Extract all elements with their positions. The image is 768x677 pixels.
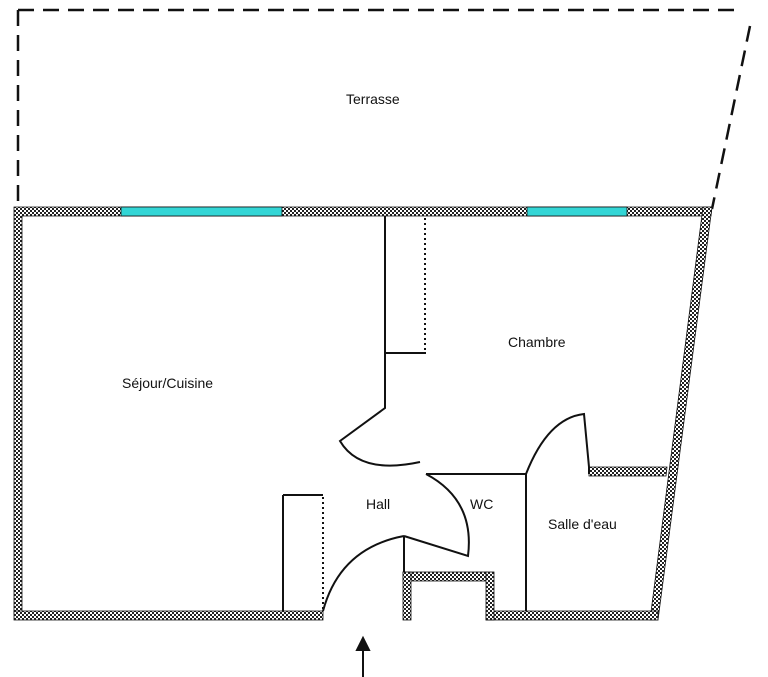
label-hall: Hall	[366, 496, 390, 512]
entrance-arrow-icon	[355, 635, 371, 677]
interior-walls	[282, 216, 590, 611]
label-wc: WC	[470, 496, 493, 512]
door-bathroom	[525, 412, 590, 475]
exterior-walls	[13, 206, 713, 621]
terrace-outline	[16, 8, 752, 210]
doors	[322, 353, 590, 612]
door-wc	[403, 473, 470, 558]
door-living	[338, 353, 421, 467]
window-bedroom	[526, 206, 628, 217]
window-living	[120, 206, 283, 217]
label-bedroom: Chambre	[508, 334, 566, 350]
door-entrance	[322, 535, 405, 612]
label-terrace: Terrasse	[346, 91, 400, 107]
windows	[120, 206, 628, 217]
closet-lines	[322, 218, 426, 609]
label-bathroom: Salle d'eau	[548, 516, 617, 532]
label-living: Séjour/Cuisine	[122, 375, 213, 391]
